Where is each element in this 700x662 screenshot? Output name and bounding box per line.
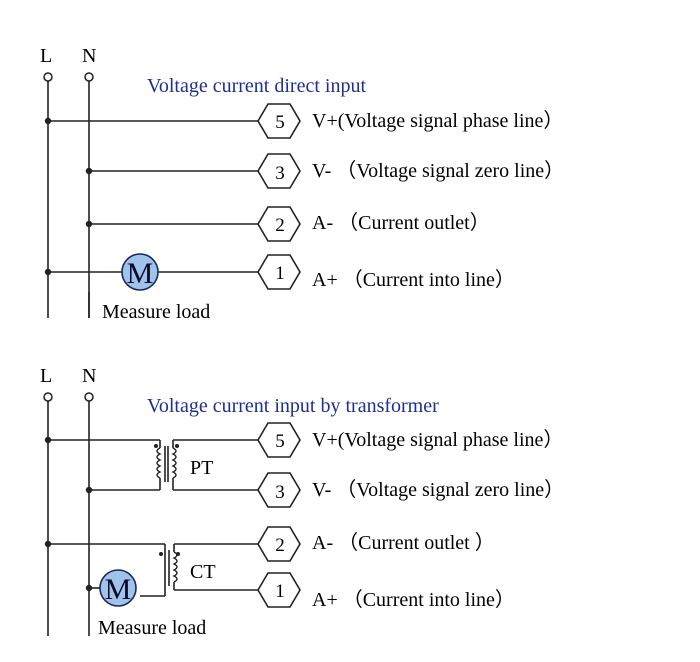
pt-primary-coil bbox=[156, 447, 162, 479]
terminal-number: 5 bbox=[275, 431, 285, 452]
terminal-2 bbox=[257, 206, 301, 242]
load-label: Measure load bbox=[102, 301, 210, 323]
line-label: L bbox=[40, 45, 52, 67]
neutral-label: N bbox=[82, 365, 96, 387]
pt-label: PT bbox=[190, 457, 213, 479]
terminal-label: V- （Voltage signal zero line） bbox=[312, 478, 564, 501]
polarity-dot bbox=[159, 552, 163, 556]
polarity-dot bbox=[154, 444, 158, 448]
terminal-label: A+ （Current into line） bbox=[312, 588, 515, 611]
junction bbox=[85, 167, 93, 175]
terminal-number: 1 bbox=[275, 581, 285, 602]
motor-symbol: M bbox=[127, 257, 154, 290]
junction bbox=[85, 584, 93, 592]
diagram-transformer-input: L N Voltage current input by transformer… bbox=[40, 365, 564, 639]
junction bbox=[44, 436, 52, 444]
load-label: Measure load bbox=[98, 617, 206, 639]
terminal-number: 5 bbox=[275, 112, 285, 133]
junction bbox=[85, 486, 93, 494]
junction bbox=[44, 540, 52, 548]
terminal-number: 3 bbox=[275, 163, 285, 184]
neutral-terminal bbox=[84, 392, 94, 402]
ct-secondary-coil bbox=[172, 551, 178, 583]
line-terminal bbox=[43, 72, 53, 82]
motor-icon bbox=[121, 253, 159, 291]
terminal-label: V- （Voltage signal zero line） bbox=[312, 159, 564, 182]
terminal-label: V+(Voltage signal phase line） bbox=[312, 109, 563, 132]
diagram-title: Voltage current input by transformer bbox=[147, 395, 439, 417]
motor-symbol: M bbox=[105, 573, 132, 606]
terminal-5 bbox=[257, 103, 301, 139]
junction bbox=[44, 268, 52, 276]
terminal-number: 2 bbox=[275, 535, 285, 556]
pt-secondary-coil bbox=[171, 447, 177, 479]
junction bbox=[85, 220, 93, 228]
terminal-2 bbox=[257, 526, 301, 562]
terminal-label: A+ （Current into line） bbox=[312, 268, 515, 291]
diagram-title: Voltage current direct input bbox=[147, 75, 366, 97]
polarity-dot bbox=[176, 552, 180, 556]
junction bbox=[44, 117, 52, 125]
line-terminal bbox=[43, 392, 53, 402]
terminal-number: 2 bbox=[275, 215, 285, 236]
terminal-3 bbox=[257, 472, 301, 508]
terminal-1 bbox=[257, 572, 301, 608]
line-label: L bbox=[40, 365, 52, 387]
terminal-1 bbox=[257, 254, 301, 290]
terminal-3 bbox=[257, 153, 301, 189]
polarity-dot bbox=[175, 444, 179, 448]
neutral-label: N bbox=[82, 45, 96, 67]
ct-label: CT bbox=[190, 561, 216, 583]
terminal-number: 3 bbox=[275, 482, 285, 503]
terminal-5 bbox=[257, 422, 301, 458]
terminal-label: A- （Current outlet） bbox=[312, 211, 490, 234]
terminal-label: A- （Current outlet ） bbox=[312, 531, 495, 554]
terminal-label: V+(Voltage signal phase line） bbox=[312, 428, 563, 451]
diagram-direct-input: L N Voltage current direct input M Measu… bbox=[40, 45, 564, 323]
neutral-terminal bbox=[84, 72, 94, 82]
terminal-number: 1 bbox=[275, 263, 285, 284]
